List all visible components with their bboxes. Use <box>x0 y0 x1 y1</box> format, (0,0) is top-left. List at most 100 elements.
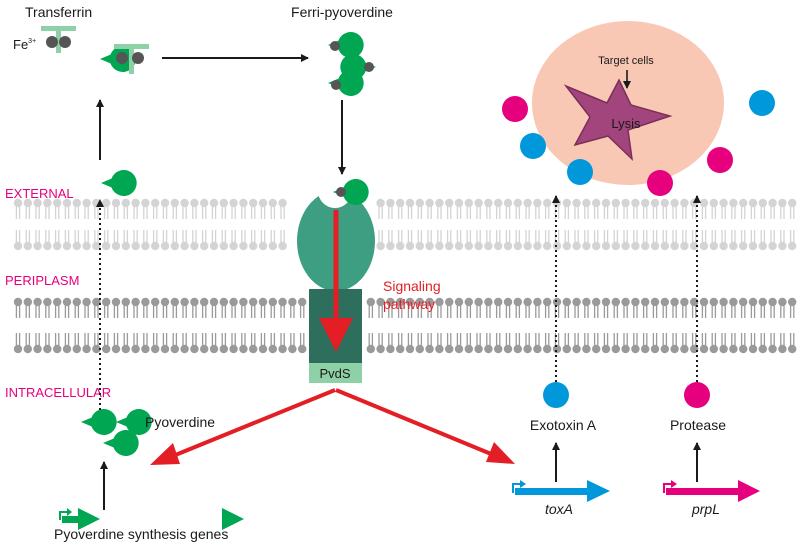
lipid-head <box>778 297 787 307</box>
lipid-head <box>121 241 130 251</box>
lipid-head <box>425 198 434 208</box>
lipid-head <box>709 297 718 307</box>
fe-base: Fe <box>13 37 28 52</box>
lipid-head <box>513 198 522 208</box>
lipid-head <box>160 297 170 307</box>
lipid-head <box>268 241 277 251</box>
lipid-head <box>562 344 571 354</box>
external-label: EXTERNAL <box>5 186 74 201</box>
lipid-head <box>660 198 669 208</box>
lipid-head <box>699 297 709 307</box>
lipid-head <box>768 241 777 251</box>
lipid-head <box>200 344 209 354</box>
lipid-head <box>464 198 473 208</box>
pvds-to-pyoverdine-arrow-head <box>150 443 180 465</box>
lipid-head <box>611 241 620 251</box>
lipid-head <box>239 297 248 307</box>
lipid-head <box>523 297 532 307</box>
lipid-head <box>82 297 91 307</box>
lipid-head <box>278 344 287 354</box>
lipid-head <box>160 198 170 208</box>
lipid-head <box>631 241 640 251</box>
lipid-head <box>729 344 738 354</box>
lipid-head <box>209 198 219 208</box>
transferrin-icon-stem <box>56 26 61 53</box>
lipid-head <box>709 344 718 354</box>
lipid-head <box>533 344 542 354</box>
lipid-head <box>474 241 483 251</box>
inner-membrane <box>13 297 797 354</box>
lipid-head <box>435 344 444 354</box>
lipid-head <box>494 344 503 354</box>
lipid-head <box>611 198 620 208</box>
lipid-head <box>768 344 777 354</box>
lipid-head <box>102 198 111 208</box>
pvds-to-pyoverdine-arrow <box>167 388 336 460</box>
lipid-head <box>396 198 405 208</box>
lipid-head <box>650 241 660 251</box>
lipid-head <box>376 344 385 354</box>
lipid-head <box>611 344 620 354</box>
lipid-head <box>729 198 738 208</box>
lipid-head <box>670 198 679 208</box>
iron-icon <box>364 62 374 72</box>
promoter-icon-head <box>520 480 526 488</box>
pvds-box <box>309 363 362 383</box>
lipid-head <box>445 297 454 307</box>
secreted-protease-dot <box>707 147 733 173</box>
lipid-head <box>62 297 72 307</box>
lipid-head <box>621 241 630 251</box>
lipid-head <box>102 297 111 307</box>
lipid-head <box>454 297 464 307</box>
lipid-head <box>151 344 160 354</box>
lipid-head <box>582 344 591 354</box>
lipid-head <box>121 344 130 354</box>
lipid-head <box>709 198 718 208</box>
lipid-head <box>111 344 121 354</box>
lipid-head <box>209 241 219 251</box>
secreted-protease-dot <box>647 170 673 196</box>
lipid-head <box>190 241 199 251</box>
pyoverdine-genes <box>59 508 244 530</box>
lipid-head <box>229 297 238 307</box>
lipid-head <box>239 198 248 208</box>
lipid-head <box>484 344 493 354</box>
periplasm-label: PERIPLASM <box>5 273 79 288</box>
lipid-head <box>405 344 415 354</box>
lipid-head <box>435 297 444 307</box>
lipid-head <box>435 241 444 251</box>
exotoxin-icon <box>543 382 569 408</box>
lysis-star-icon <box>563 78 673 162</box>
lipid-head <box>621 297 630 307</box>
lipid-head <box>160 344 170 354</box>
lipid-head <box>641 344 650 354</box>
secreted-exotoxin-dot <box>520 133 546 159</box>
lipid-head <box>288 297 297 307</box>
receptor-cap <box>318 174 352 208</box>
lipid-head <box>396 241 405 251</box>
lipid-head <box>249 344 258 354</box>
lipid-head <box>82 344 91 354</box>
lipid-head <box>758 198 767 208</box>
lipid-head <box>72 344 82 354</box>
lipid-head <box>170 297 179 307</box>
lipid-head <box>405 198 415 208</box>
lipid-head <box>523 241 532 251</box>
lipid-head <box>748 198 758 208</box>
lipid-head <box>72 297 82 307</box>
lipid-head <box>180 241 189 251</box>
lipid-head <box>131 198 140 208</box>
target-cells-label: Target cells <box>598 55 654 67</box>
lipid-head <box>660 297 669 307</box>
lipid-head <box>13 241 23 251</box>
lipid-head <box>474 344 483 354</box>
lipid-head <box>151 241 160 251</box>
lipid-head <box>425 241 434 251</box>
lipid-head <box>180 297 189 307</box>
lipid-head <box>464 297 473 307</box>
lipid-head <box>543 344 552 354</box>
lipid-head <box>523 198 532 208</box>
lipid-head <box>513 297 522 307</box>
lipid-head <box>788 198 797 208</box>
lipid-head <box>72 241 82 251</box>
